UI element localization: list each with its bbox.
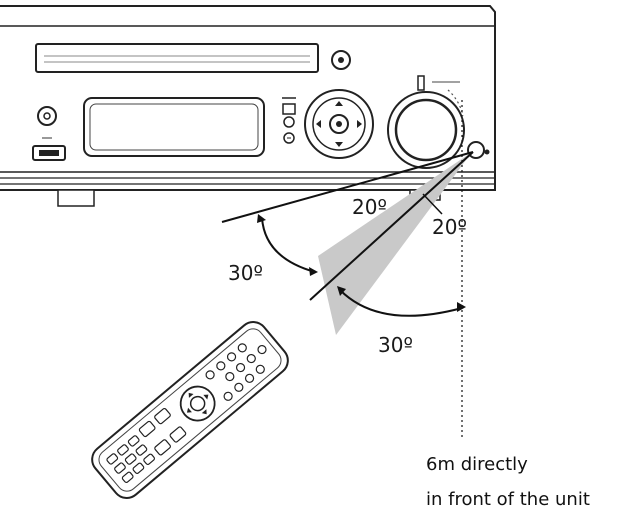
stereo-unit-icon	[0, 5, 496, 207]
remote-control-icon	[91, 321, 289, 499]
angle-label-bottom: 30º	[378, 333, 413, 357]
angle-arc-left	[261, 217, 316, 273]
angle-arc-bottom	[339, 289, 463, 317]
angle-label-left: 30º	[228, 261, 263, 285]
distance-note-line1: 6m directly	[426, 454, 528, 475]
angle-label-upper-left: 20º	[352, 195, 387, 219]
signal-cone	[318, 152, 472, 335]
left-boundary-line	[221, 151, 474, 223]
center-axis-line	[309, 151, 474, 301]
cone-bracket-line	[422, 193, 443, 215]
distance-note-line2: in front of the unit	[426, 489, 590, 510]
angle-label-upper-right: 20º	[432, 215, 467, 239]
